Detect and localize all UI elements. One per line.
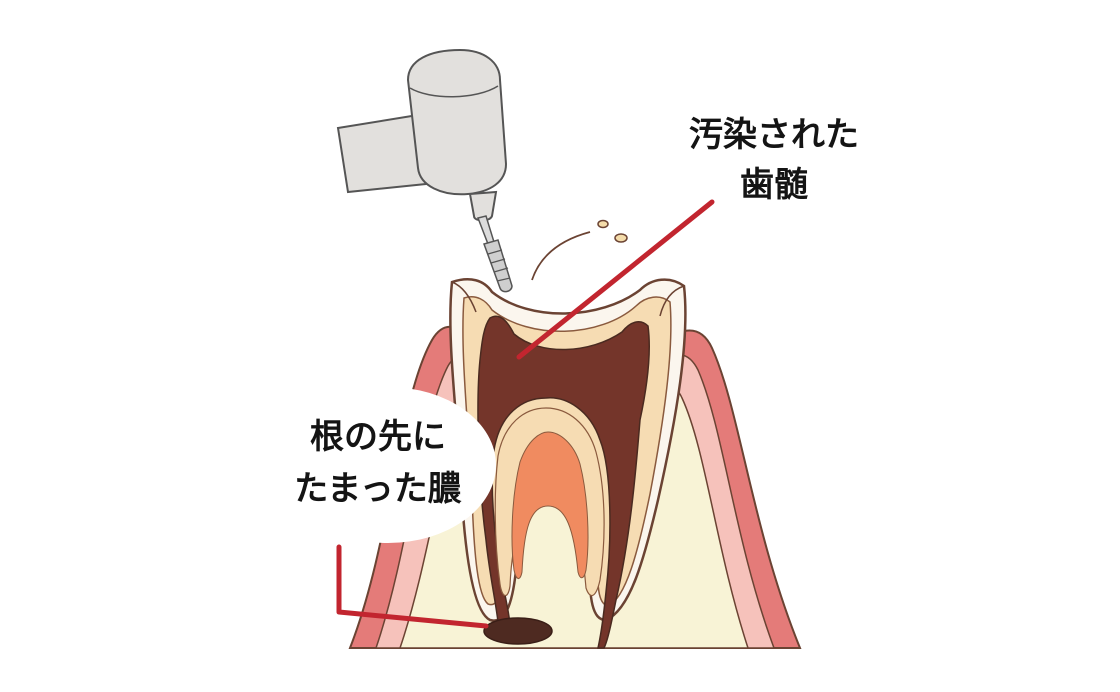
- enamel-edge-right: [659, 285, 685, 317]
- pus-label-bubble: [280, 387, 496, 543]
- tooth: [449, 278, 687, 649]
- infected-pulp-label-line1: 汚染された: [689, 115, 859, 155]
- debris-particle-1: [597, 219, 609, 229]
- infected-pulp-label: 汚染された 歯髄: [689, 115, 859, 205]
- pus-label: 根の先に たまった膿: [294, 417, 462, 509]
- infected-pulp: [477, 315, 651, 649]
- dental-drill: [336, 48, 513, 293]
- flying-debris: [531, 219, 628, 281]
- inner-pulp: [511, 431, 589, 579]
- enamel-edge-left: [451, 281, 477, 313]
- infected-pulp-label-line2: 歯髄: [740, 165, 808, 205]
- pus-leader-line: [336, 544, 489, 629]
- pus-pocket: [483, 617, 553, 645]
- pus-label-line2: たまった膿: [294, 469, 462, 509]
- pulp-leader-line: [516, 199, 715, 360]
- drill-head: [406, 48, 508, 196]
- debris-particle-2: [614, 233, 628, 243]
- debris-arc: [531, 231, 591, 281]
- drill-shank: [476, 215, 495, 245]
- drill-bur: [483, 239, 513, 293]
- drill-head-rim: [409, 85, 499, 98]
- drill-bur-flutes: [487, 249, 511, 282]
- pus-label-line1: 根の先に: [310, 417, 446, 457]
